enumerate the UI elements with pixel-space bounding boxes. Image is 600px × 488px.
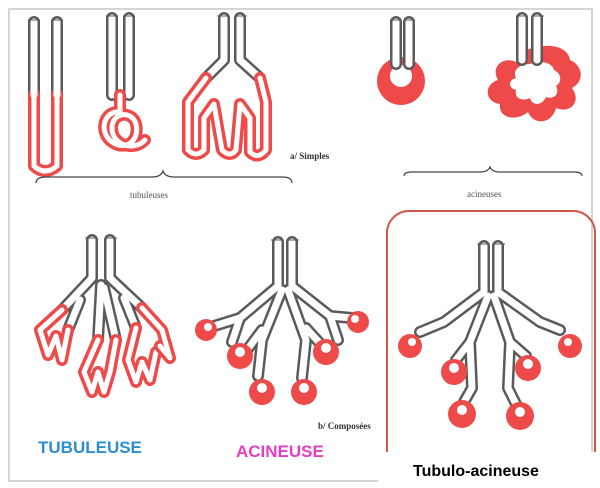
simple-acinar-gland (377, 20, 425, 105)
brace-acineuses (404, 167, 582, 176)
tubuleuse-label: TUBULEUSE (38, 438, 142, 458)
compound-glands-label: b/ Composées (318, 421, 371, 431)
compound-tubular-gland (40, 238, 170, 392)
compound-tubulo-acinar-gland (398, 244, 582, 430)
simple-coiled-tubular-gland (104, 16, 145, 146)
acineuses-label: acineuses (467, 189, 501, 199)
tubuleuses-label: tubuleuses (130, 190, 168, 200)
simple-tubular-gland (28, 20, 63, 171)
simple-glands-label: a/ Simples (290, 151, 329, 161)
brace-tubuleuses (36, 171, 292, 183)
tubulo-acineuse-label: Tubulo-acineuse (413, 463, 539, 481)
acineuse-label: ACINEUSE (236, 442, 324, 462)
simple-branched-acinar-gland (488, 16, 581, 121)
simple-branched-tubular-gland (188, 16, 266, 156)
compound-acinar-gland (195, 240, 369, 405)
